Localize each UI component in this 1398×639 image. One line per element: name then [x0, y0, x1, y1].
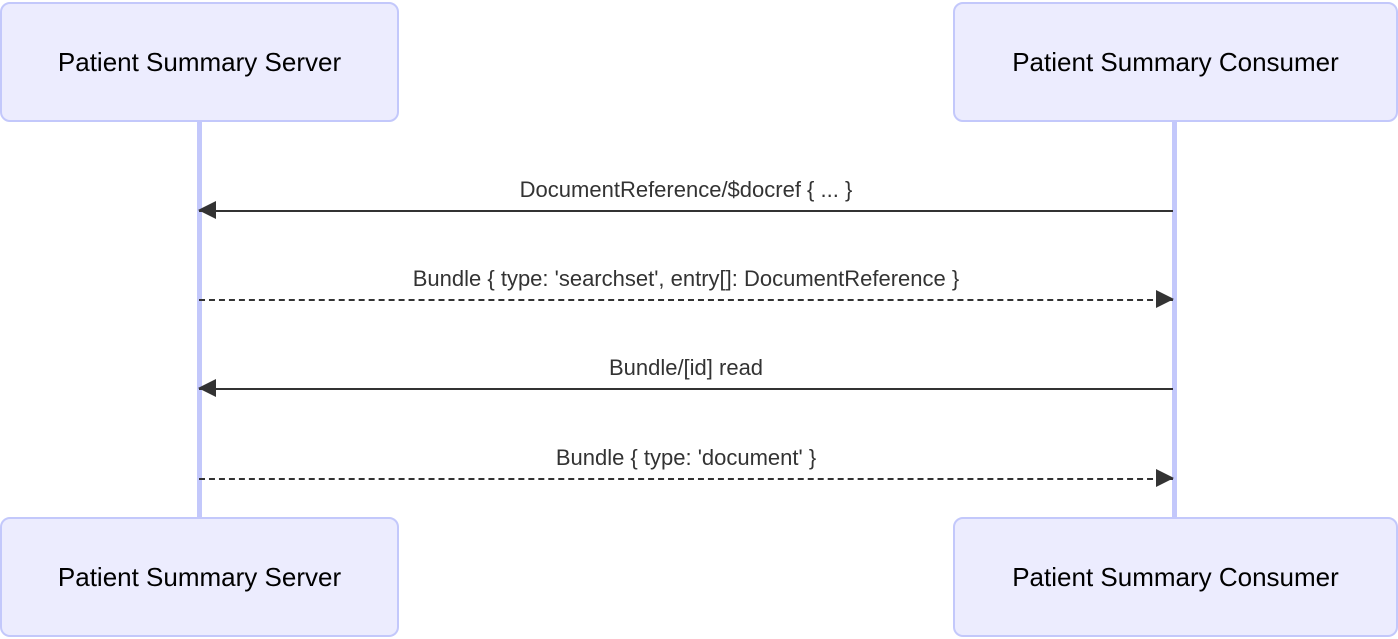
message-4-label: Bundle { type: 'document' }: [555, 445, 817, 470]
message-3-line: [199, 388, 1173, 390]
participant-header-server-label: Patient Summary Server: [57, 47, 342, 77]
arrow-left-icon: [198, 379, 216, 397]
participant-footer-server-label: Patient Summary Server: [57, 562, 342, 592]
arrow-right-icon: [1156, 290, 1174, 308]
participant-footer-server: Patient Summary Server: [0, 517, 399, 637]
participant-header-server: Patient Summary Server: [0, 2, 399, 122]
message-4-line: [199, 478, 1173, 480]
message-2-line: [199, 299, 1173, 301]
lifeline-server: [197, 122, 202, 517]
lifeline-consumer: [1172, 122, 1177, 517]
participant-header-consumer-label: Patient Summary Consumer: [1012, 47, 1339, 77]
message-1-line: [199, 210, 1173, 212]
participant-header-consumer: Patient Summary Consumer: [953, 2, 1398, 122]
message-1-label: DocumentReference/$docref { ... }: [519, 177, 853, 202]
participant-footer-consumer: Patient Summary Consumer: [953, 517, 1398, 637]
participant-footer-consumer-label: Patient Summary Consumer: [1012, 562, 1339, 592]
message-2-label: Bundle { type: 'searchset', entry[]: Doc…: [412, 266, 960, 291]
message-3-label: Bundle/[id] read: [608, 355, 764, 380]
arrow-right-icon: [1156, 469, 1174, 487]
arrow-left-icon: [198, 201, 216, 219]
